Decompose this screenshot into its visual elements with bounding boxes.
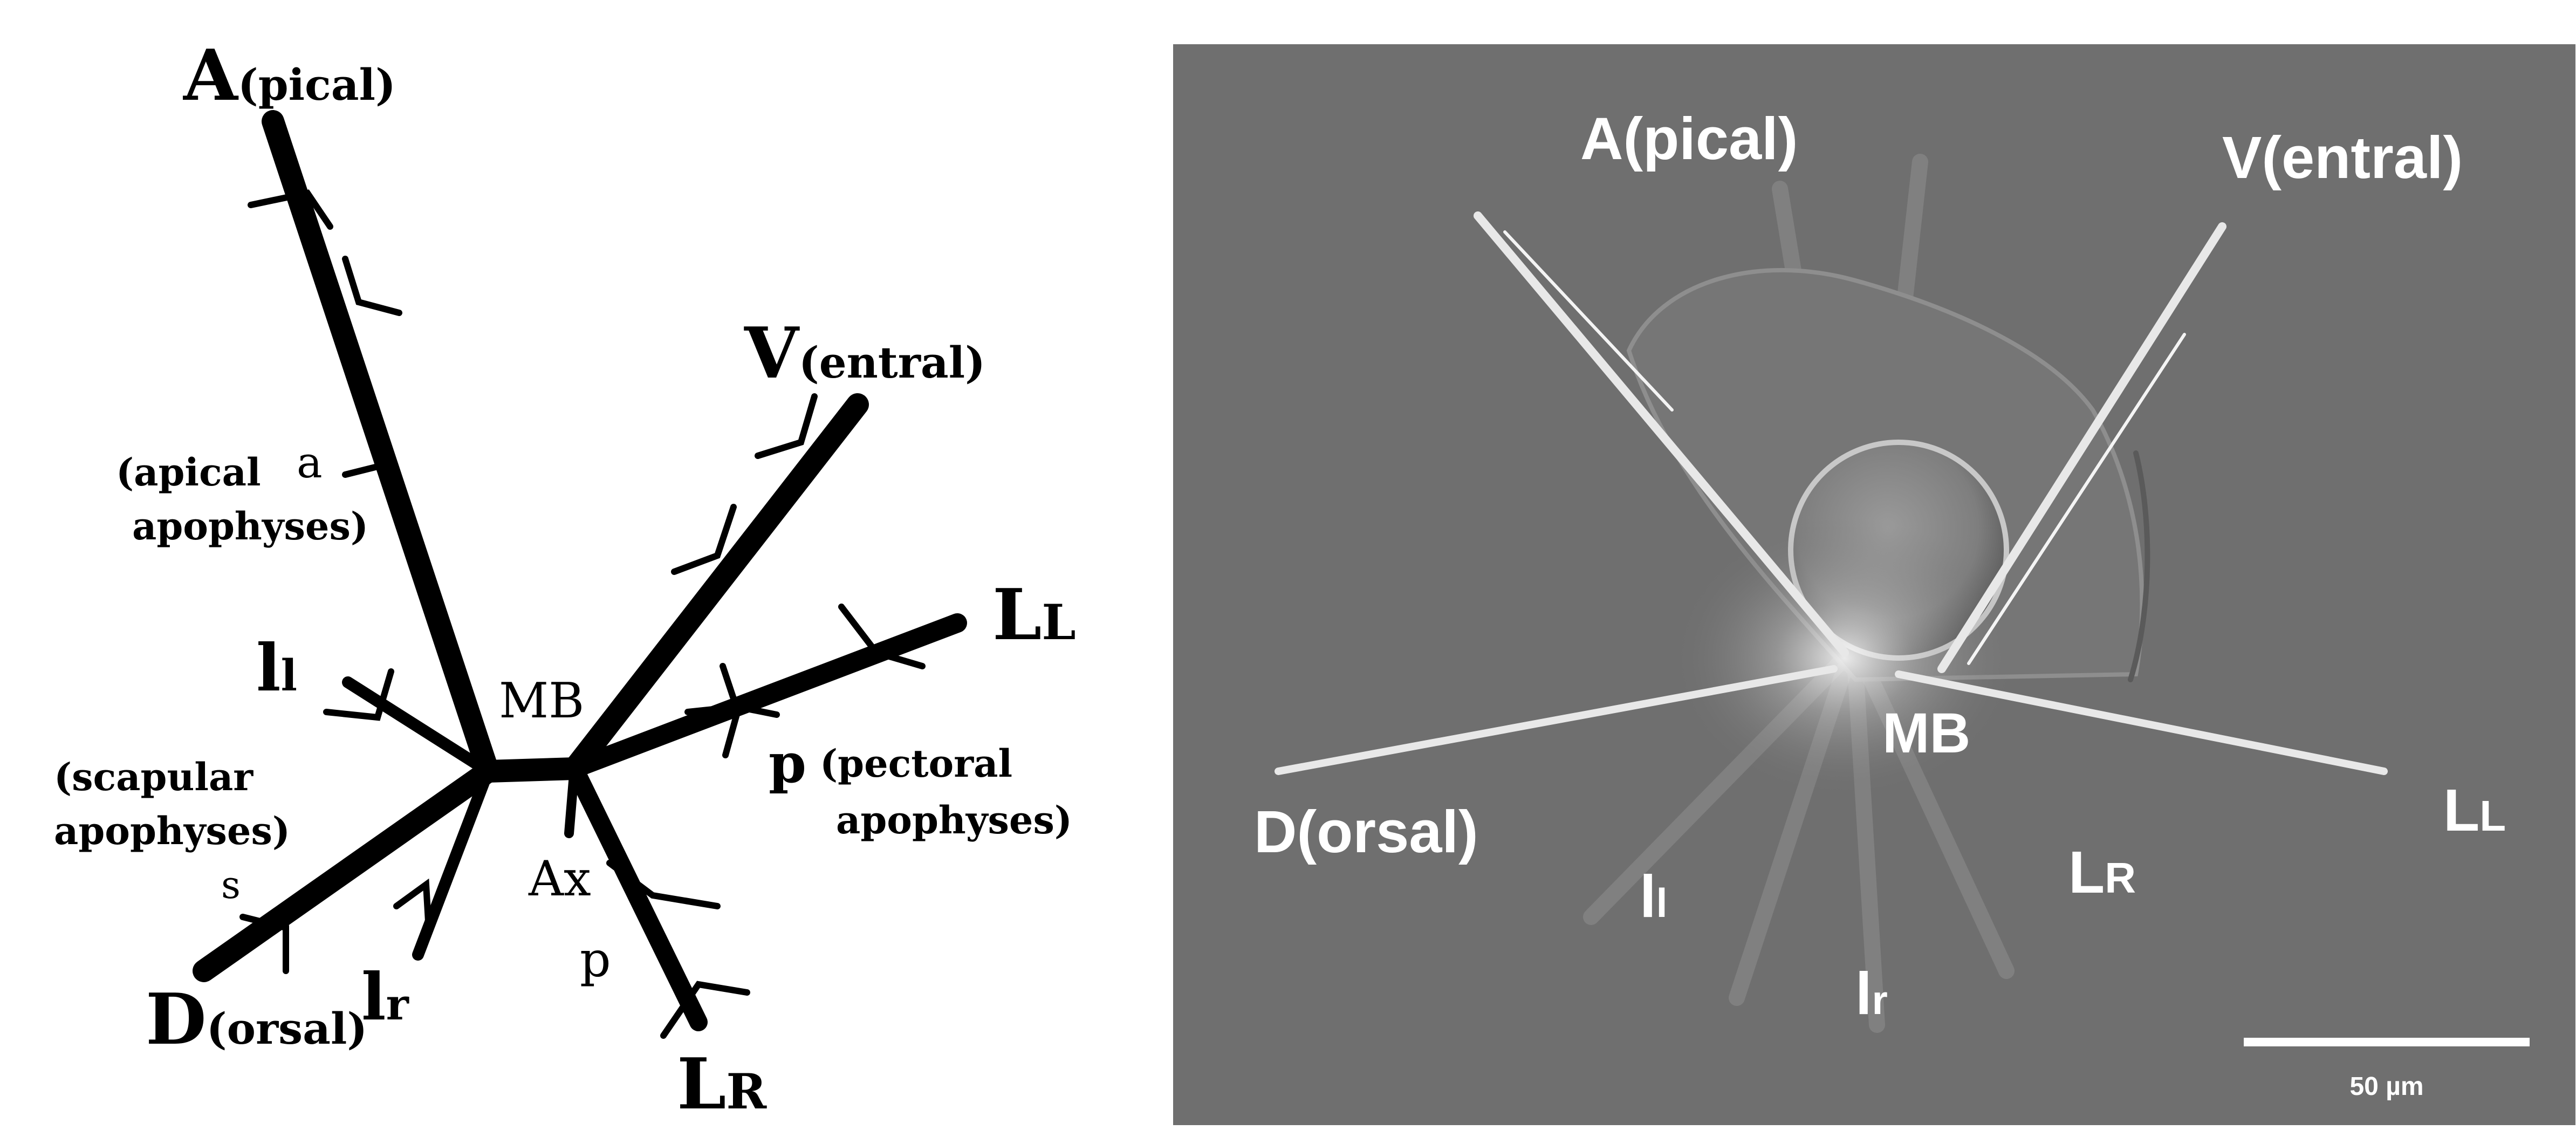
spine-ventral-micro-2 [1967,333,2186,665]
label-mb: MB [499,673,584,729]
spine-dorsal [193,760,499,982]
label-p-lower: p [580,931,611,988]
label-a-small: a [297,437,323,488]
schematic-spines [193,110,967,1031]
spine-apical-micro-2 [1503,230,1674,412]
micro-label-apical: A(pical) [1580,106,1798,172]
barb-dorsal [239,914,289,974]
barb-apical-2 [342,256,402,316]
barb-pectoral [684,703,744,758]
barb-lr-2 [660,981,750,1039]
spine-ventral-micro [1937,222,2226,673]
label-il: ll [256,630,297,706]
label-s-small: s [221,863,241,907]
spine-apical-micro [1474,211,1849,657]
label-scapular-apophyses: (scapular apophyses) [54,755,290,853]
label-ax: Ax [528,851,591,907]
spine-ax [564,764,579,838]
micrograph-panel: A(pical) V(entral) D(orsal) MB LL LR ll … [1173,44,2575,1125]
label-pectoral-apophyses: p (pectoral apophyses) [769,731,1072,843]
spine-ll-micro [1895,670,2388,775]
cell-body [1626,268,2145,798]
spine-il [342,676,494,777]
micro-label-ir: lr [1855,961,1888,1027]
spine-lr [565,759,708,1031]
scale-bar-line [2244,1038,2530,1046]
median-bar [477,757,586,783]
barb-apical-1 [248,189,333,230]
spine-ll [565,613,967,778]
micrograph-labels: A(pical) V(entral) D(orsal) MB LL LR ll … [1254,106,2506,1027]
barb-ll-1 [838,604,926,669]
barb-il [323,668,394,721]
micro-label-lr: LR [2068,839,2136,906]
spine-ventral [563,393,869,780]
label-lr: LR [677,1043,767,1125]
micro-label-mb: MB [1882,702,1970,765]
barb-ventral-1 [755,393,818,459]
barb-apical-a [342,417,393,478]
label-ventral: V(entral) [744,312,985,394]
branch-v-side [2128,450,2150,682]
label-apical-apophyses: (apical apophyses) [116,450,368,549]
spine-apical [262,110,499,783]
schematic-barbs [239,189,926,1039]
scale-bar: 50 µm [2244,1038,2530,1101]
barb-ir [393,878,432,934]
center-glow [1672,518,2017,798]
barb-ventral-2 [671,504,737,575]
barb-lr-1 [606,860,721,909]
micro-label-dorsal: D(orsal) [1254,799,1478,865]
micro-label-il: ll [1640,864,1667,930]
schematic-labels: A(pical) V(entral) D(orsal) LL LR ll lr … [54,34,1076,1125]
label-ll: LL [992,573,1076,656]
micro-label-ll: LL [2443,777,2506,844]
micro-label-ventral: V(entral) [2222,125,2463,191]
scale-bar-label: 50 µm [2349,1072,2423,1101]
spine-dorsal-micro [1275,665,1838,775]
label-dorsal: D(orsal) [146,978,367,1060]
micrograph-spines [1275,211,2388,775]
label-apical: A(pical) [182,34,396,117]
skeleton-schematic: A(pical) V(entral) D(orsal) LL LR ll lr … [54,34,1076,1125]
label-ir: lr [361,959,409,1035]
